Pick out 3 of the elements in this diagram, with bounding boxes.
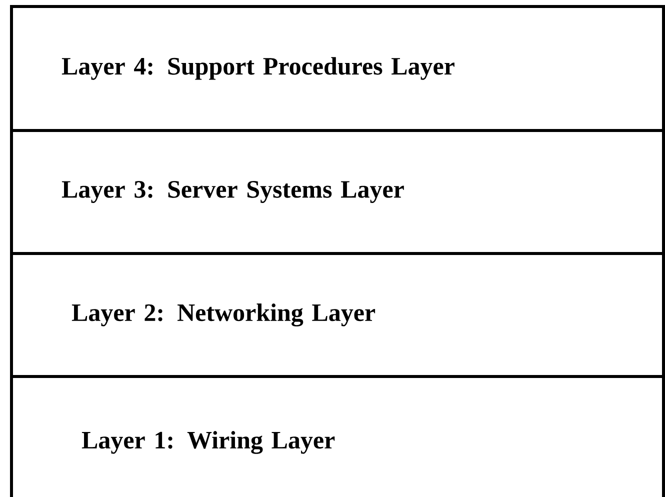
layer-band: Layer 2: Networking Layer — [10, 252, 665, 378]
layer-band: Layer 3: Server Systems Layer — [10, 129, 665, 255]
layer-band: Layer 4: Support Procedures Layer — [10, 5, 665, 132]
